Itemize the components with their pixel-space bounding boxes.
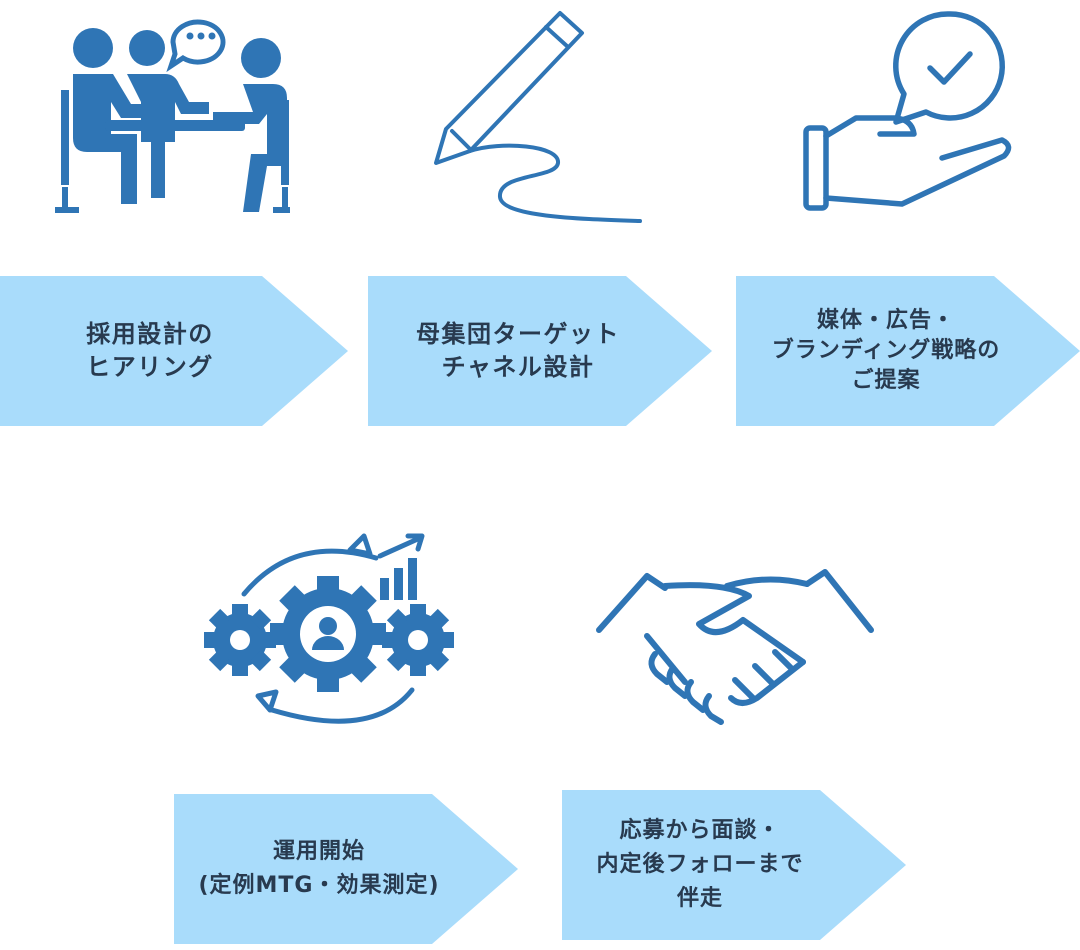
step-arrow-1: 採用設計の ヒアリング <box>0 276 348 426</box>
step-label-1: 採用設計の ヒアリング <box>86 320 214 381</box>
step-label-2: 母集団ターゲット チャネル設計 <box>416 320 620 381</box>
step-label-3: 媒体・広告・ ブランディング戦略の ご提案 <box>771 308 1001 393</box>
step-arrow-2: 母集団ターゲット チャネル設計 <box>368 276 712 426</box>
gear-cycle-icon <box>204 533 454 724</box>
step-arrow-4: 運用開始 (定例MTG・効果測定) <box>174 794 518 944</box>
hand-check-icon <box>803 11 1012 211</box>
pencil-icon <box>434 11 642 223</box>
step-arrow-3: 媒体・広告・ ブランディング戦略の ご提案 <box>736 276 1080 426</box>
step-label-5: 応募から面談・ 内定後フォローまで 伴走 <box>596 818 804 911</box>
step-label-4: 運用開始 (定例MTG・効果測定) <box>198 839 440 898</box>
handshake-icon <box>596 569 874 725</box>
step-arrow-5: 応募から面談・ 内定後フォローまで 伴走 <box>562 790 906 940</box>
meeting-icon <box>55 19 290 213</box>
